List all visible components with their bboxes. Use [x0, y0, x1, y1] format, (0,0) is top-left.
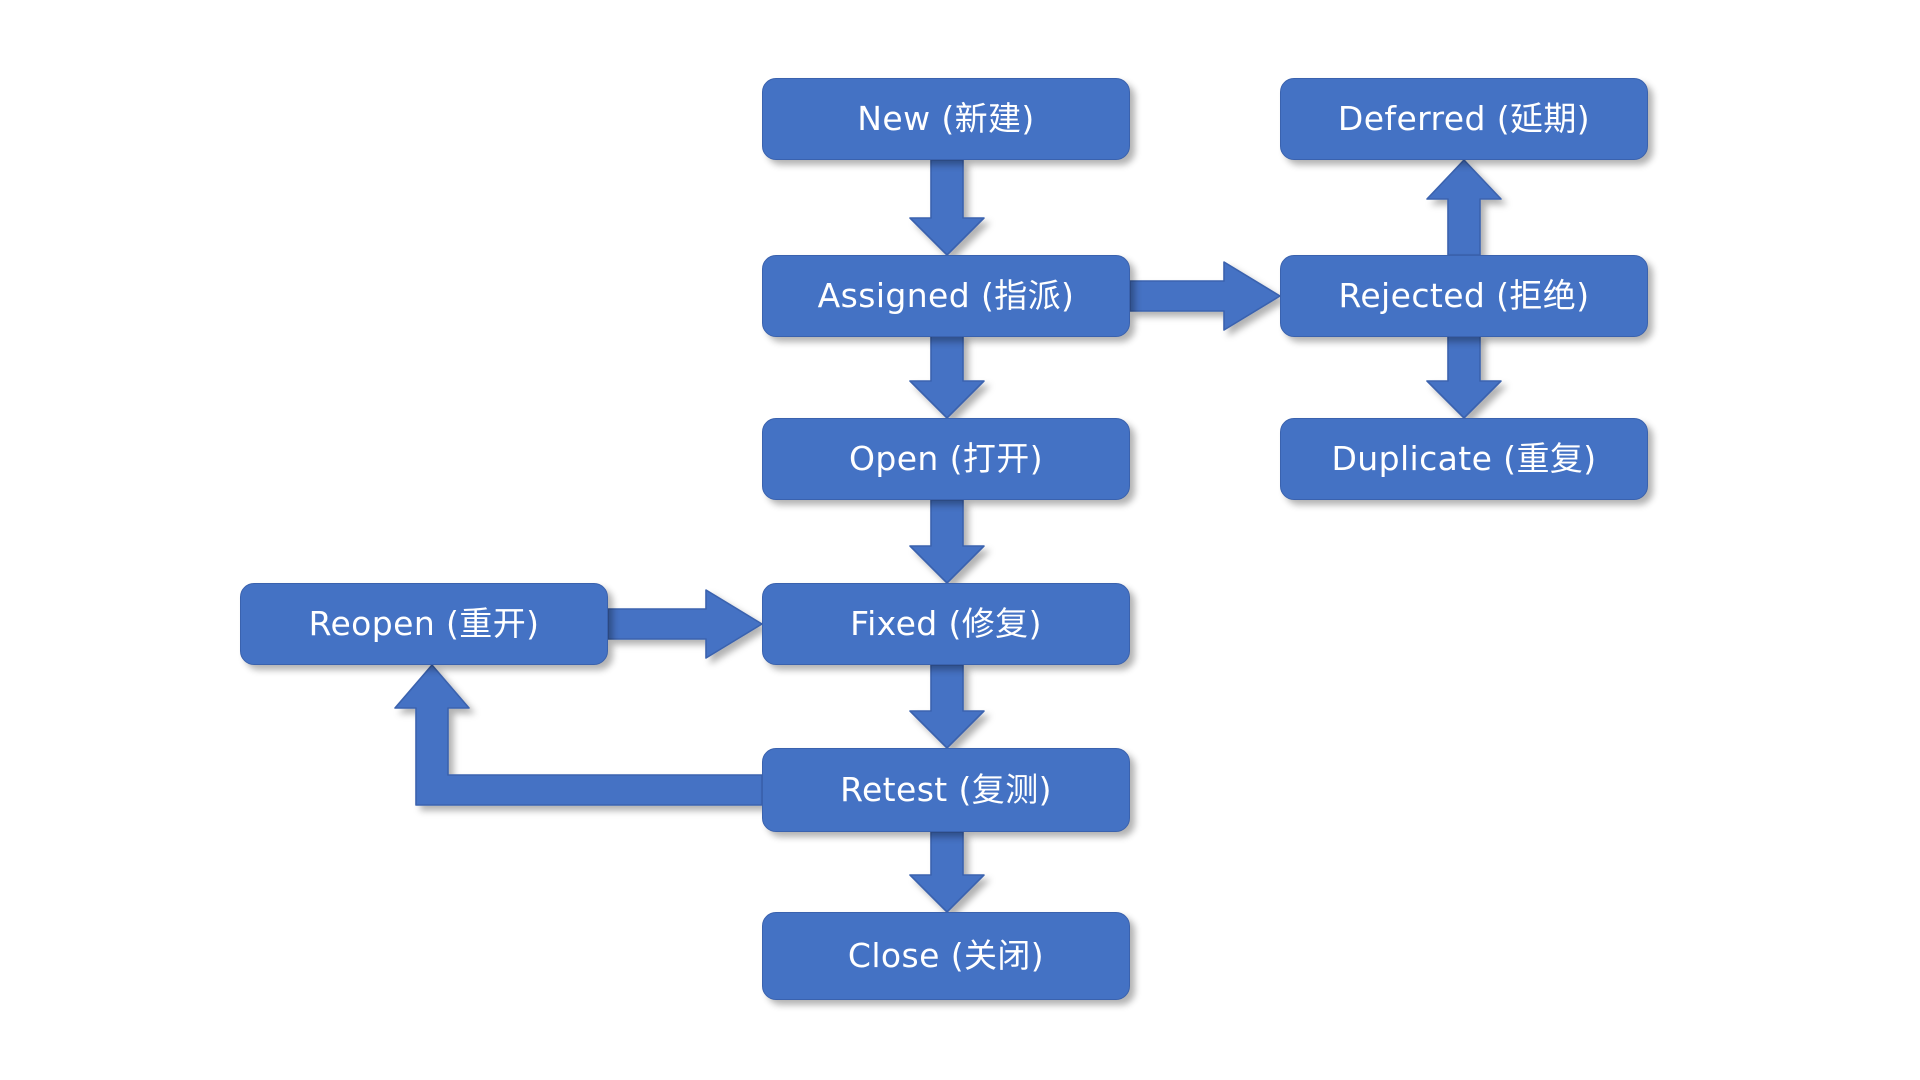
edge-open-to-fixed	[909, 499, 985, 584]
node-deferred[interactable]: Deferred (延期)	[1280, 78, 1648, 160]
node-deferred-label: Deferred (延期)	[1337, 98, 1591, 138]
edge-rejected-to-duplicate	[1426, 334, 1502, 419]
node-close[interactable]: Close (关闭)	[762, 912, 1130, 1000]
edge-assigned-to-rejected	[1129, 261, 1281, 331]
node-new[interactable]: New (新建)	[762, 78, 1130, 160]
node-retest[interactable]: Retest (复测)	[762, 748, 1130, 832]
node-assigned[interactable]: Assigned (指派)	[762, 255, 1130, 337]
node-new-label: New (新建)	[857, 98, 1035, 138]
edge-new-to-assigned	[909, 159, 985, 256]
node-duplicate[interactable]: Duplicate (重复)	[1280, 418, 1648, 500]
node-reopen[interactable]: Reopen (重开)	[240, 583, 608, 665]
edge-rejected-to-deferred	[1426, 159, 1502, 256]
node-duplicate-label: Duplicate (重复)	[1331, 438, 1597, 478]
edge-fixed-to-retest	[909, 664, 985, 749]
edge-reopen-to-fixed	[607, 589, 763, 659]
edge-retest-to-close	[909, 831, 985, 913]
node-open[interactable]: Open (打开)	[762, 418, 1130, 500]
node-fixed-label: Fixed (修复)	[850, 603, 1042, 643]
node-reopen-label: Reopen (重开)	[308, 603, 540, 643]
node-retest-label: Retest (复测)	[840, 769, 1052, 809]
edge-retest-to-reopen	[394, 664, 763, 806]
node-rejected-label: Rejected (拒绝)	[1338, 275, 1590, 315]
node-assigned-label: Assigned (指派)	[817, 275, 1075, 315]
node-fixed[interactable]: Fixed (修复)	[762, 583, 1130, 665]
node-close-label: Close (关闭)	[847, 935, 1045, 975]
node-open-label: Open (打开)	[849, 438, 1043, 478]
node-rejected[interactable]: Rejected (拒绝)	[1280, 255, 1648, 337]
edge-assigned-to-open	[909, 334, 985, 419]
